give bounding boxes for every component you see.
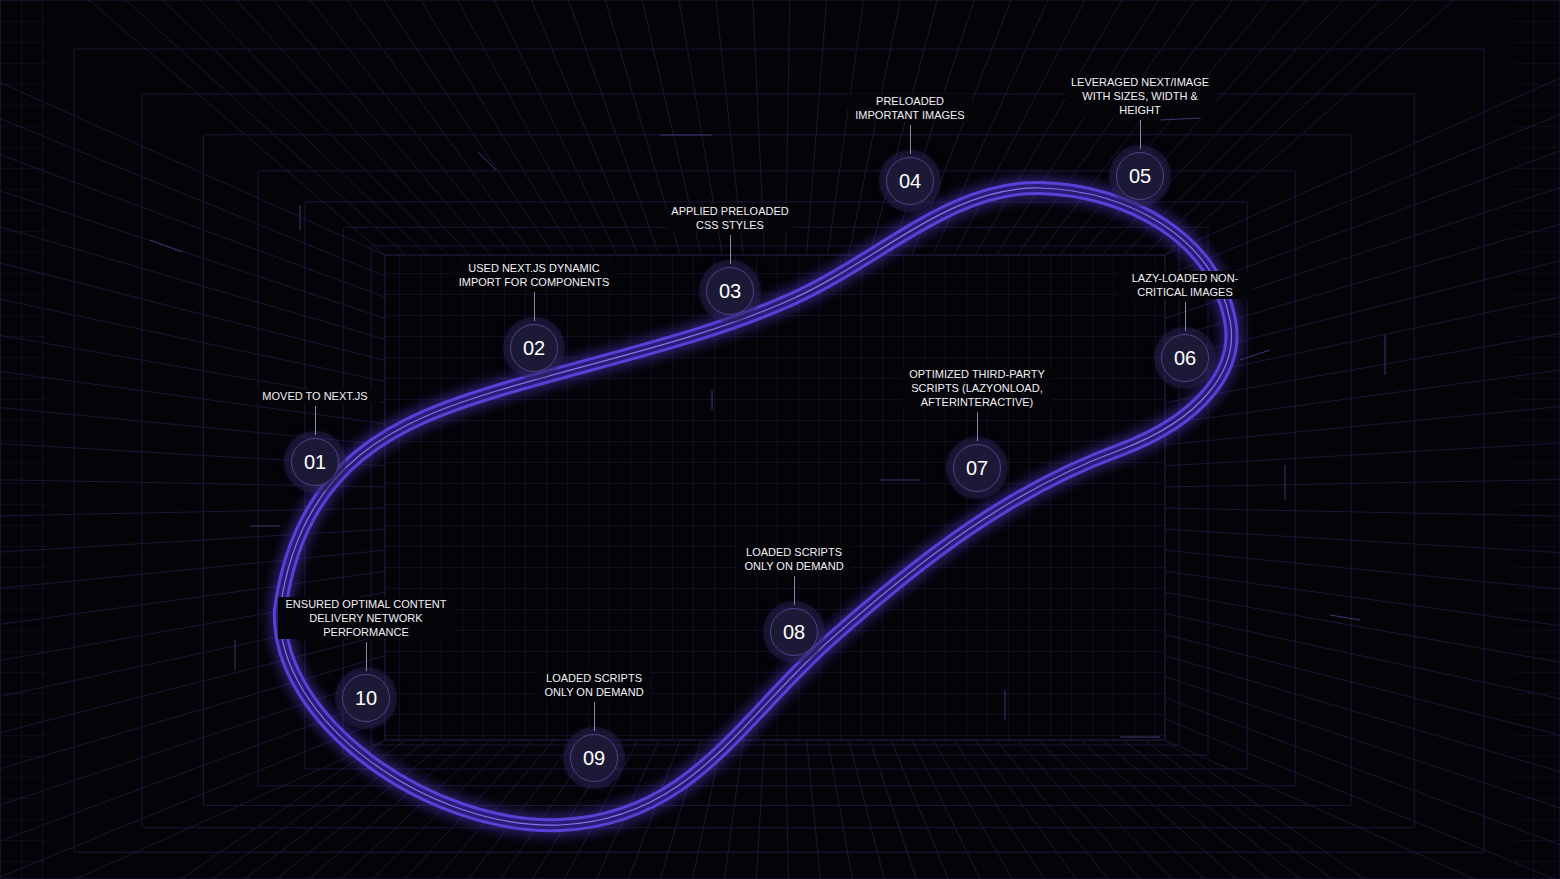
step-circle: 09LOADED SCRIPTS ONLY ON DEMAND	[570, 734, 618, 782]
step-label: OPTIMIZED THIRD-PARTY SCRIPTS (LAZYONLOA…	[902, 367, 1052, 409]
step-circle: 10ENSURED OPTIMAL CONTENT DELIVERY NETWO…	[342, 674, 390, 722]
step-circle: 01MOVED TO NEXT.JS	[291, 438, 339, 486]
back-wall	[385, 255, 1165, 740]
step-number: 07	[954, 445, 1000, 491]
leader-line	[1185, 302, 1186, 331]
step-label: APPLIED PRELOADED CSS STYLES	[667, 204, 793, 232]
leader-line	[977, 412, 978, 441]
step-number: 08	[771, 609, 817, 655]
step-label: LOADED SCRIPTS ONLY ON DEMAND	[537, 671, 651, 699]
step-label: LAZY-LOADED NON-CRITICAL IMAGES	[1118, 271, 1252, 299]
step-label: LEVERAGED NEXT/IMAGE WITH SIZES, WIDTH &…	[1065, 75, 1215, 117]
leader-line	[1140, 120, 1141, 149]
leader-line	[794, 576, 795, 605]
step-label: PRELOADED IMPORTANT IMAGES	[848, 94, 972, 122]
step-circle: 03APPLIED PRELOADED CSS STYLES	[706, 267, 754, 315]
step-label: ENSURED OPTIMAL CONTENT DELIVERY NETWORK…	[278, 597, 454, 639]
step-circle: 02USED NEXT.JS DYNAMIC IMPORT FOR COMPON…	[510, 324, 558, 372]
step-number: 10	[343, 675, 389, 721]
step-number: 01	[292, 439, 338, 485]
leader-line	[910, 125, 911, 154]
step-number: 06	[1162, 335, 1208, 381]
step-circle: 06LAZY-LOADED NON-CRITICAL IMAGES	[1161, 334, 1209, 382]
step-label: USED NEXT.JS DYNAMIC IMPORT FOR COMPONEN…	[452, 261, 616, 289]
loop-track	[280, 188, 1232, 825]
leader-line	[730, 235, 731, 264]
step-number: 02	[511, 325, 557, 371]
step-number: 05	[1117, 153, 1163, 199]
step-circle: 08LOADED SCRIPTS ONLY ON DEMAND	[770, 608, 818, 656]
step-circle: 04PRELOADED IMPORTANT IMAGES	[886, 157, 934, 205]
leader-line	[534, 292, 535, 321]
step-number: 04	[887, 158, 933, 204]
step-circle: 05LEVERAGED NEXT/IMAGE WITH SIZES, WIDTH…	[1116, 152, 1164, 200]
step-circle: 07OPTIMIZED THIRD-PARTY SCRIPTS (LAZYONL…	[953, 444, 1001, 492]
step-number: 03	[707, 268, 753, 314]
step-number: 09	[571, 735, 617, 781]
step-label: MOVED TO NEXT.JS	[250, 389, 380, 403]
leader-line	[315, 406, 316, 435]
leader-line	[366, 642, 367, 671]
leader-line	[594, 702, 595, 731]
streaks	[150, 118, 1385, 737]
step-label: LOADED SCRIPTS ONLY ON DEMAND	[737, 545, 851, 573]
